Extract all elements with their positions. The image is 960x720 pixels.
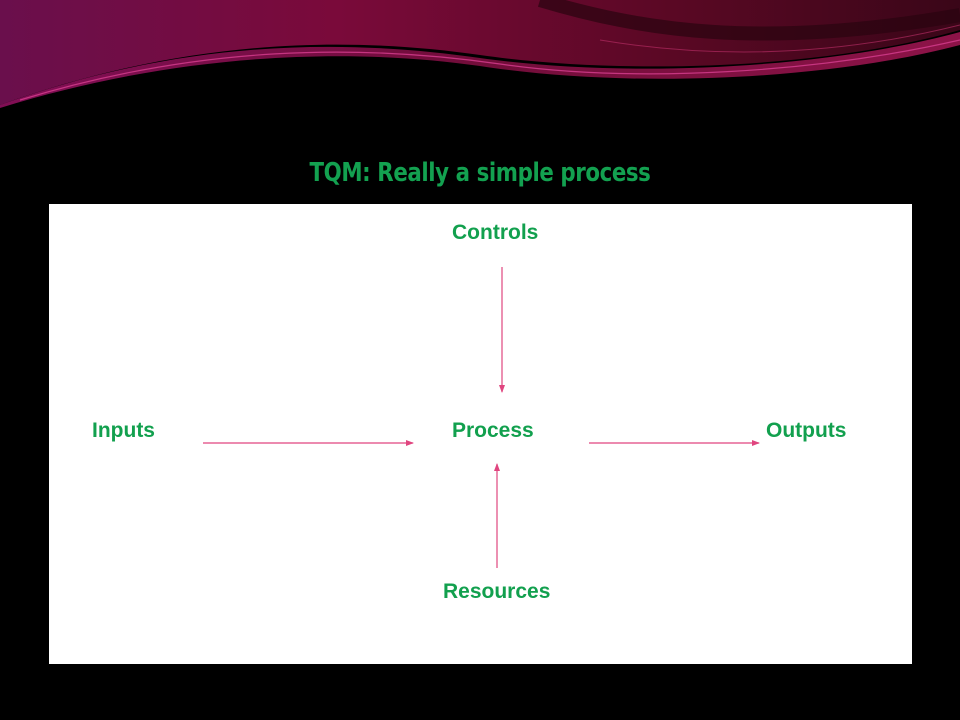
node-resources: Resources xyxy=(443,580,551,603)
node-outputs: Outputs xyxy=(766,419,847,442)
slide-title: TQM: Really a simple process xyxy=(309,158,651,188)
node-process: Process xyxy=(452,419,534,442)
diagram-panel xyxy=(49,204,912,664)
node-inputs: Inputs xyxy=(92,419,155,442)
decorative-header-swoosh xyxy=(0,0,960,108)
node-controls: Controls xyxy=(452,221,539,244)
